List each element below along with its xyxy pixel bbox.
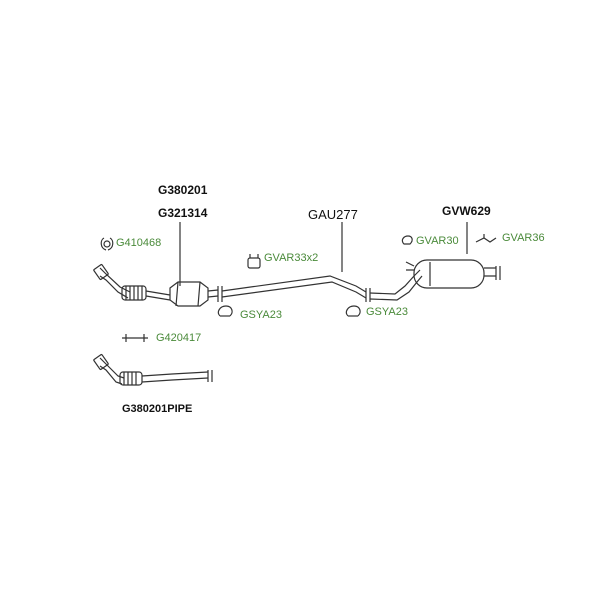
part-label-catalyst-1: G380201 [158, 183, 208, 197]
front-pipe-with-catalyst [93, 264, 223, 307]
hanger-icon [475, 234, 497, 243]
part-label-seal-ring-2: GSYA23 [366, 306, 408, 318]
part-label-rubber-mount: GVAR30 [416, 235, 459, 247]
part-label-rear-muffler: GVW629 [442, 204, 491, 218]
part-label-alternative-pipe: G380201PIPE [122, 403, 193, 415]
leader-lines [179, 222, 468, 286]
part-label-catalyst-2: G321314 [158, 206, 208, 220]
rear-muffler [405, 259, 501, 289]
seal-ring-icon-1 [217, 305, 233, 317]
rubber-mount-icon [401, 235, 413, 245]
alternative-front-pipe [93, 354, 213, 386]
bracket-icon [122, 334, 148, 342]
part-label-hanger: GVAR36 [502, 232, 545, 244]
part-label-bracket: G420417 [156, 332, 202, 344]
center-pipe [221, 269, 423, 302]
part-label-seal-ring-1: GSYA23 [240, 309, 282, 321]
mid-clamp-icon [247, 254, 261, 269]
front-clamp-icon [100, 237, 114, 251]
part-label-front-clamp: G410468 [116, 237, 162, 249]
part-label-center-pipe: GAU277 [308, 207, 358, 222]
part-label-mid-clamp: GVAR33x2 [264, 252, 319, 264]
seal-ring-icon-2 [345, 305, 361, 317]
